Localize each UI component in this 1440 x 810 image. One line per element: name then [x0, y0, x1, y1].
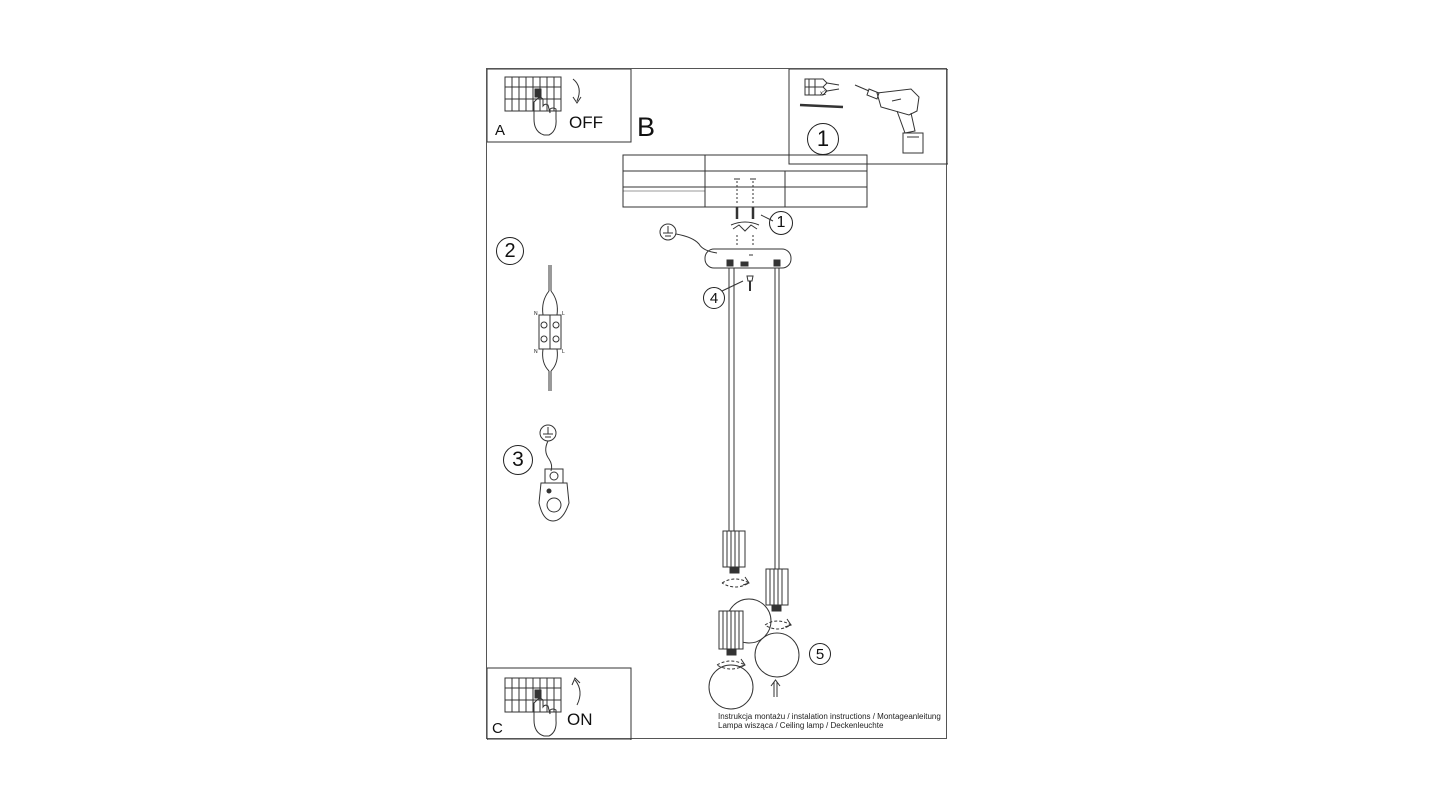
step-3-marker: 3 [503, 445, 533, 475]
panel-tools-frame [788, 69, 948, 165]
step-2-text: 2 [504, 239, 516, 262]
canopy-screw [746, 275, 754, 291]
hand-c [533, 698, 557, 737]
power-on-label: ON [567, 710, 593, 729]
footer-line-1: Instrukcja montażu / instalation instruc… [718, 712, 941, 721]
push-up-arrow [770, 679, 781, 697]
wire-connector [538, 265, 562, 391]
arrow-down-a [572, 78, 580, 102]
step-5-marker: 5 [809, 643, 831, 665]
power-off-label: OFF [569, 113, 603, 132]
arrow-up-c [574, 679, 581, 706]
footer-line-2: Lampa wisząca / Ceiling lamp / Deckenleu… [718, 721, 884, 730]
connector-l-bottom: L [562, 349, 565, 355]
panel-c-letter: C [492, 720, 503, 737]
drill-icon [854, 84, 924, 154]
panel-a-frame [487, 69, 632, 143]
ceiling-block [622, 154, 868, 208]
connector-l-top: L [562, 311, 565, 317]
globe-left [708, 664, 754, 710]
tools-step-number: 1 [807, 123, 839, 155]
step-1-text: 1 [776, 214, 786, 231]
mounting-bracket [730, 207, 774, 245]
step-2-marker: 2 [496, 237, 524, 265]
step-1-marker: 1 [769, 211, 793, 235]
connector-n-top: N [534, 311, 538, 317]
step-5-text: 5 [815, 645, 825, 663]
step-4-text: 4 [709, 289, 719, 307]
panel-c-frame [487, 667, 632, 740]
step-4-marker: 4 [703, 287, 725, 309]
screw [799, 103, 844, 109]
instruction-sheet: A OFF B C ON x2 1 1 2 3 4 5 N L N L Inst… [486, 68, 948, 740]
ground-clamp [538, 424, 570, 522]
anchor-quantity: x2 [820, 91, 827, 97]
breaker-box-a [504, 76, 562, 112]
step-3-text: 3 [512, 448, 524, 471]
lamp-holder-lower [716, 610, 747, 670]
connector-n-bottom: N [534, 349, 538, 355]
panel-b-letter: B [637, 112, 656, 142]
hand-a [533, 97, 557, 136]
tools-step-text: 1 [816, 126, 830, 151]
globe-right [754, 632, 800, 678]
canopy [704, 248, 792, 269]
lamp-holder-left [721, 530, 751, 588]
wall-anchors [804, 78, 840, 96]
ground-symbol-canopy [659, 223, 718, 254]
panel-a-letter: A [495, 122, 506, 139]
lamp-holder-right [764, 568, 793, 630]
instruction-diagram [487, 69, 948, 740]
breaker-box-c [504, 677, 562, 713]
